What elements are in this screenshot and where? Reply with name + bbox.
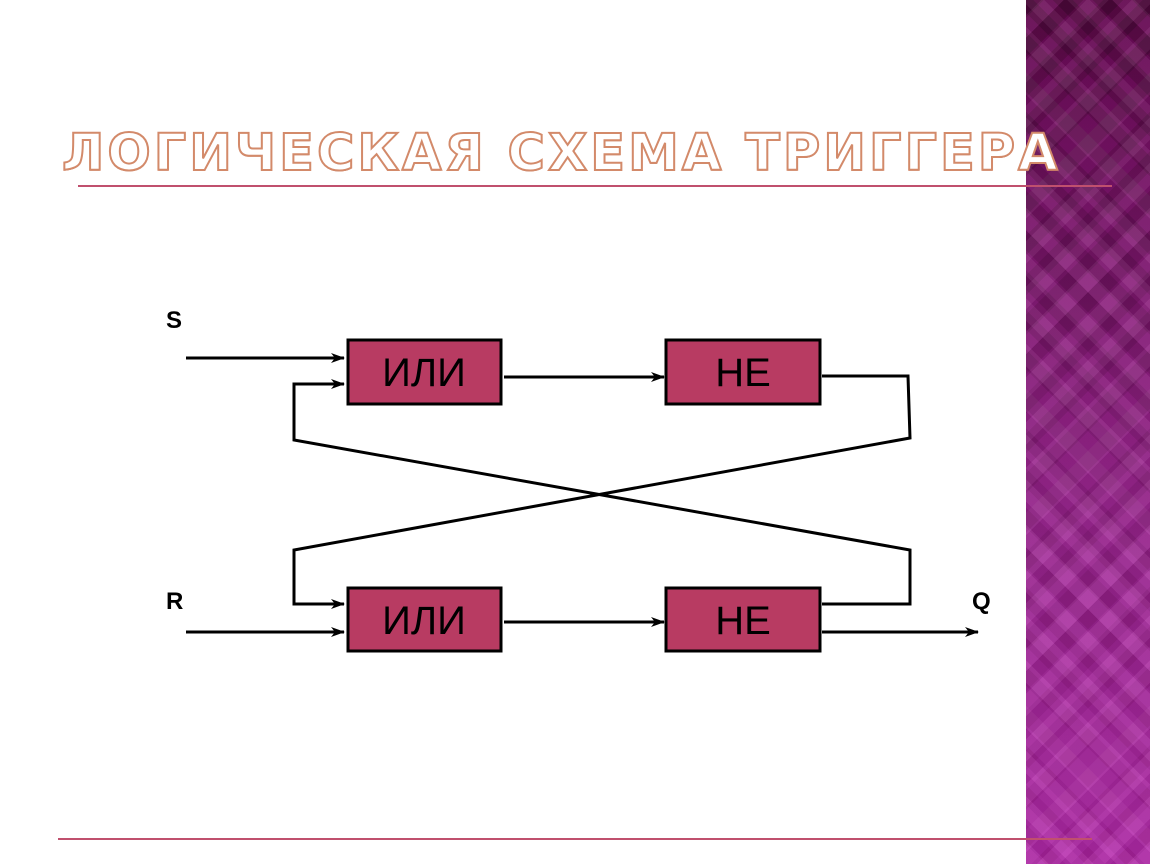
- wire-top-feedback: [292, 374, 912, 609]
- top-not-label: НЕ: [715, 351, 771, 395]
- top-not-gate: НЕ: [664, 338, 822, 406]
- bottom-not-gate: НЕ: [664, 586, 822, 653]
- bottom-or-gate: ИЛИ: [346, 586, 503, 653]
- top-or-gate: ИЛИ: [346, 338, 503, 406]
- decorative-side-panel: [1026, 0, 1150, 864]
- slide-title: ЛОГИЧЕСКАЯ СХЕМА ТРИГГЕРА: [61, 123, 1061, 184]
- footer-rule: [58, 838, 1092, 840]
- s-input-label: S: [166, 307, 182, 334]
- top-or-label: ИЛИ: [382, 351, 466, 395]
- bottom-not-label: НЕ: [715, 599, 771, 643]
- r-input-label: R: [166, 588, 183, 615]
- title-underline: [78, 185, 1112, 187]
- bottom-or-label: ИЛИ: [382, 599, 466, 643]
- wire-bottom-feedback: [292, 379, 912, 606]
- q-output-label: Q: [972, 588, 991, 615]
